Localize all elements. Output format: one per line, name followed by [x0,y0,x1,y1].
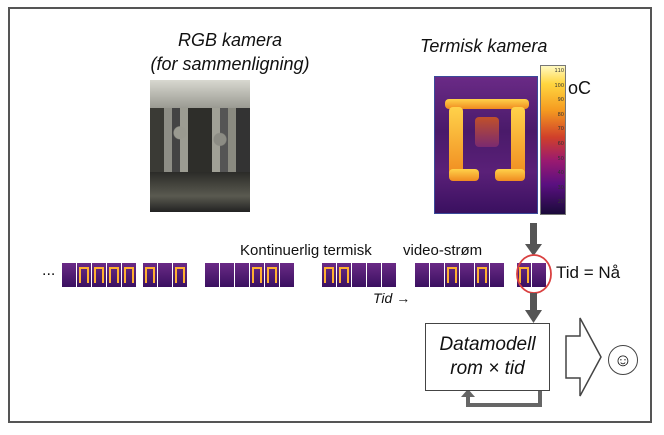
rgb-camera-title-line2: (for sammenligning) [150,54,310,74]
stream-to-model-arrow-head [525,310,542,323]
feedback-loop-arrowhead [461,389,475,397]
video-frame-current [517,263,546,287]
current-frame-highlight-circle [516,254,552,294]
colorbar-tick-label: 100 [554,82,564,89]
temperature-colorbar: 110 100 90 80 70 60 50 40 30 20 [540,65,566,215]
video-frames-group-1 [62,263,136,287]
data-model-title: Datamodell [439,334,536,355]
time-axis-label: Tid → [373,290,411,306]
stream-to-model-arrow-shaft [530,293,537,311]
thermal-camera-image [434,76,538,214]
video-frames-group-5 [415,263,504,287]
colorbar-tick-label: 20 [557,199,564,206]
data-model-subtitle: rom × tid [450,358,525,379]
data-model-box: Datamodell rom × tid [425,323,550,391]
rgb-camera-image [150,80,250,212]
camera-to-stream-arrow-head [525,244,542,256]
stream-label-part1: Kontinuerlig termisk [240,242,372,259]
rgb-camera-title-line1: RGB kamera [177,30,283,50]
temperature-unit: oC [568,78,592,98]
video-frames-group-4 [322,263,396,287]
rgb-camera-title: RGB kamera (for sammenligning) [150,28,310,76]
camera-to-stream-arrow-shaft [530,223,537,245]
diagram-frame [8,7,652,423]
colorbar-tick-label: 30 [557,184,564,191]
output-arrow [565,317,602,397]
colorbar-tick-label: 60 [557,141,564,147]
smiley-icon: ☺ [608,345,638,375]
feedback-loop-path [466,391,542,407]
colorbar-tick-label: 80 [557,111,564,118]
colorbar-tick-label: 50 [557,155,564,162]
video-frames-group-3 [205,263,294,287]
colorbar-tick-label: 70 [557,126,564,133]
colorbar-tick-label: 40 [557,170,564,177]
video-frames-group-2 [143,263,187,287]
colorbar-tick-label: 90 [557,97,564,104]
thermal-camera-title: Termisk kamera [420,36,548,56]
current-time-label: Tid = Nå [556,263,621,282]
colorbar-tick-label: 110 [554,68,564,74]
stream-ellipsis: ... [42,262,56,279]
stream-label-part2: video-strøm [403,242,483,259]
